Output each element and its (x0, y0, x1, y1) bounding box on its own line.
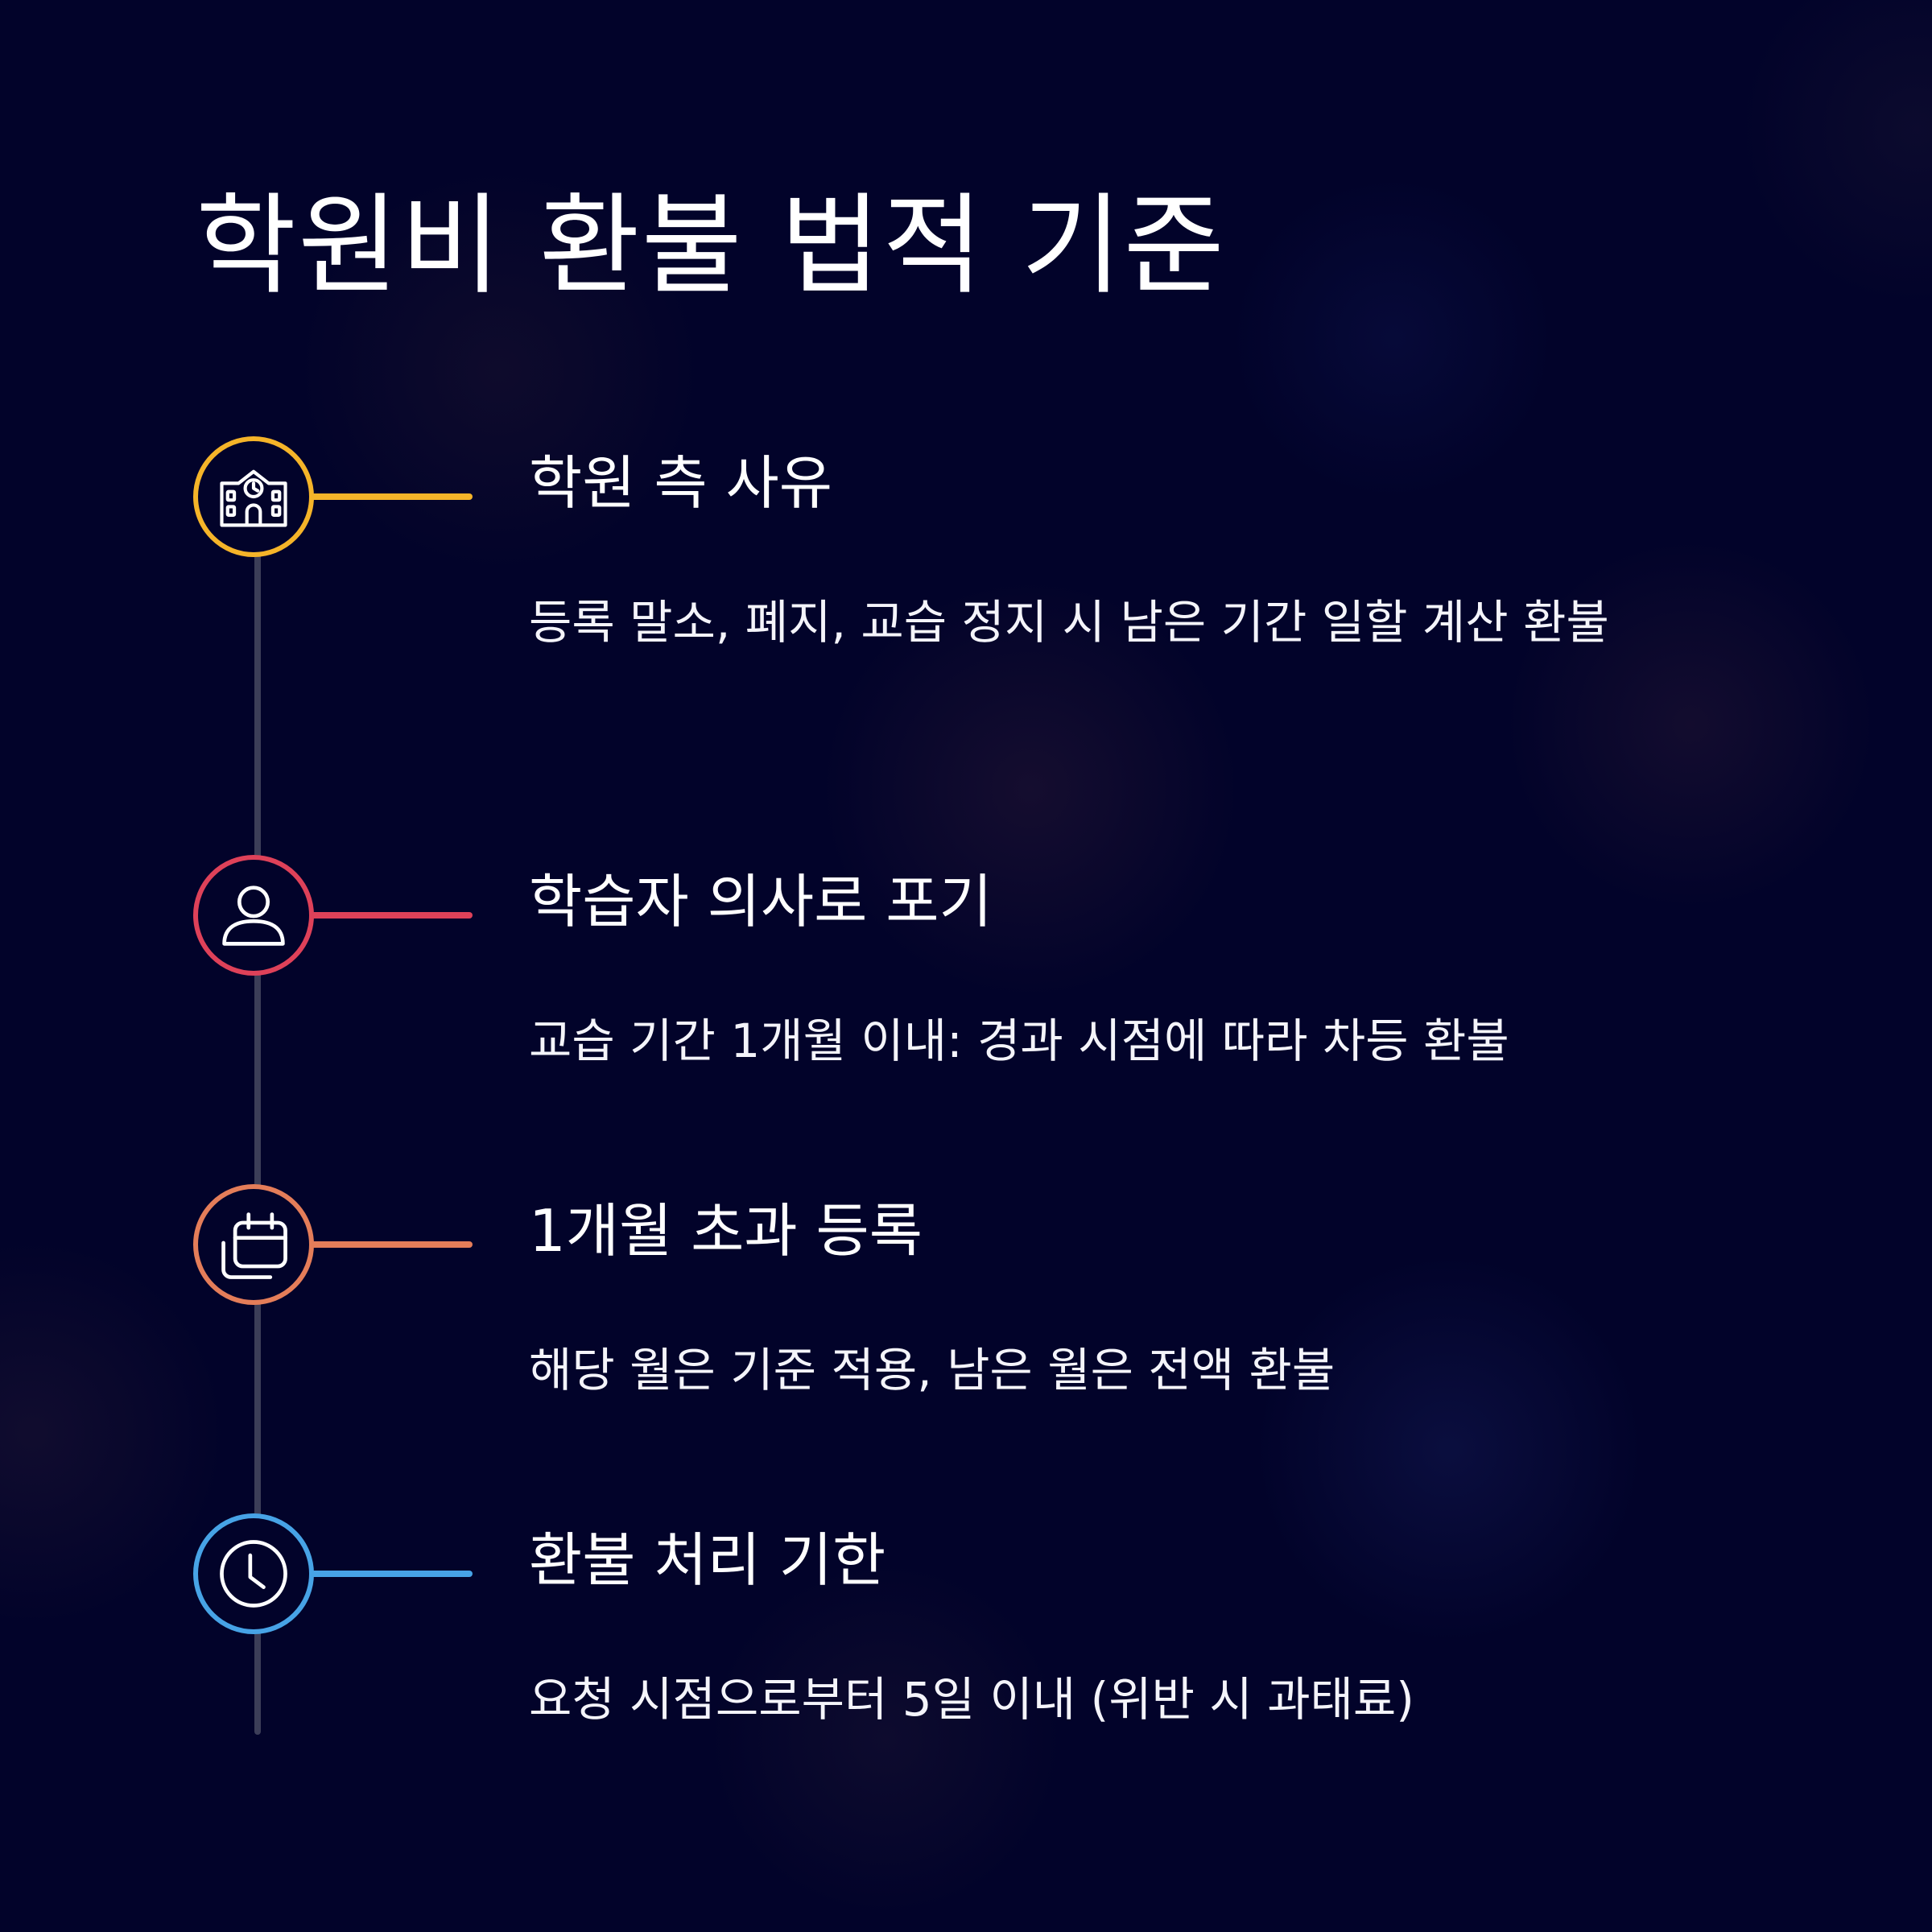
timeline-node (193, 1184, 314, 1305)
timeline-connector (308, 493, 473, 500)
timeline-step-academy-reason: 학원 측 사유 등록 말소, 폐지, 교습 정지 시 남은 기간 일할 계산 환… (0, 436, 1932, 650)
timeline-connector (308, 912, 473, 919)
clock-icon (220, 1540, 287, 1608)
step-description: 해당 월은 기준 적용, 남은 월은 전액 환불 (529, 1343, 1335, 1397)
step-title: 환불 처리 기한 (529, 1526, 886, 1594)
school-building-icon (220, 469, 287, 527)
step-description: 등록 말소, 폐지, 교습 정지 시 남은 기간 일할 계산 환불 (529, 595, 1609, 650)
step-title: 학원 측 사유 (529, 449, 832, 517)
timeline-spine (254, 499, 261, 1735)
step-title: 1개월 초과 등록 (529, 1197, 923, 1265)
timeline-connector (308, 1241, 473, 1248)
step-title: 학습자 의사로 포기 (529, 868, 993, 935)
timeline-step-learner-withdrawal: 학습자 의사로 포기 교습 기간 1개월 이내: 경과 시점에 따라 차등 환불 (0, 855, 1932, 1068)
timeline-connector (308, 1571, 473, 1577)
timeline-node (193, 1513, 314, 1634)
page-title: 학원비 환불 법적 기준 (196, 183, 1226, 310)
timeline-step-refund-deadline: 환불 처리 기한 요청 시점으로부터 5일 이내 (위반 시 과태료) (0, 1513, 1932, 1727)
step-description: 요청 시점으로부터 5일 이내 (위반 시 과태료) (529, 1672, 1414, 1727)
step-description: 교습 기간 1개월 이내: 경과 시점에 따라 차등 환불 (529, 1013, 1509, 1068)
calendar-icon (221, 1212, 287, 1279)
timeline-node (193, 436, 314, 557)
timeline-step-over-one-month: 1개월 초과 등록 해당 월은 기준 적용, 남은 월은 전액 환불 (0, 1184, 1932, 1397)
user-icon (222, 886, 285, 946)
timeline-node (193, 855, 314, 976)
